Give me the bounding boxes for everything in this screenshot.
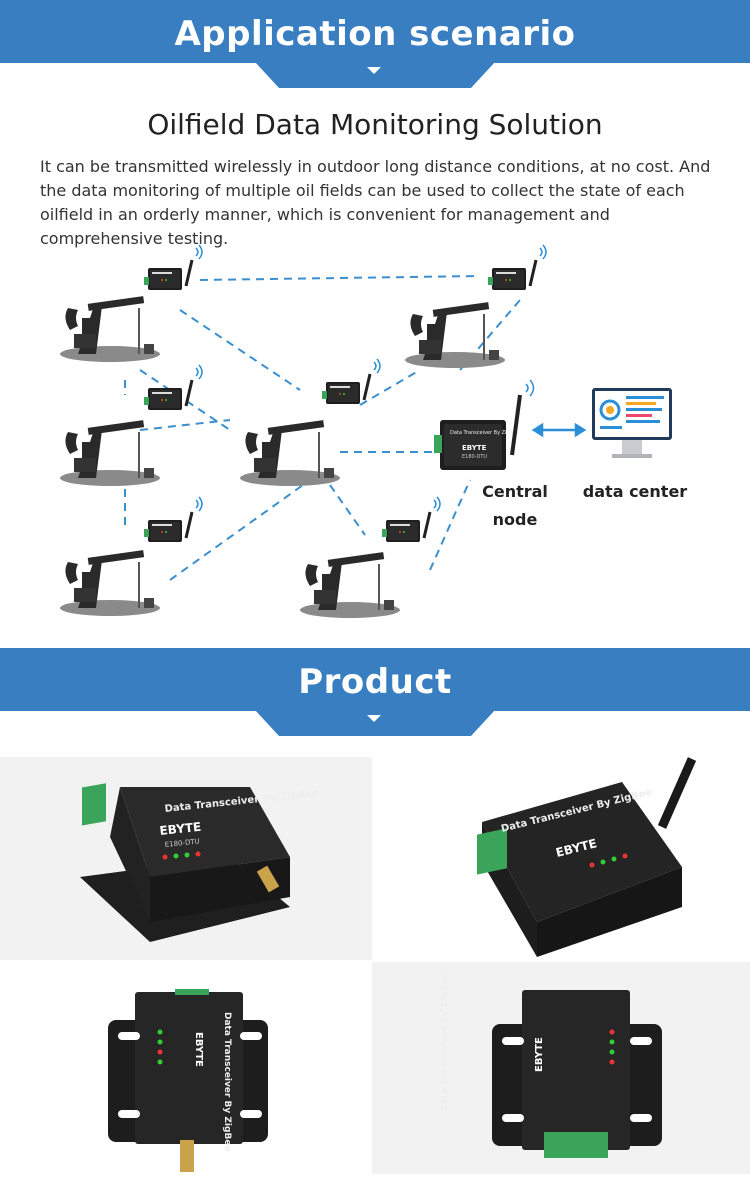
monitor-icon <box>592 388 672 458</box>
product-banner: Product <box>0 648 750 736</box>
svg-text:Data Transceiver By ZigBee: Data Transceiver By ZigBee <box>440 972 450 1112</box>
application-scenario-banner: Application scenario <box>0 0 750 88</box>
caret-down-icon <box>367 67 381 74</box>
svg-text:E180-DTU: E180-DTU <box>462 454 487 460</box>
caret-down-icon <box>367 715 381 722</box>
product-image-top-right: Data Transceiver By ZigBee EBYTE <box>372 962 750 1174</box>
svg-text:E180-DTU: E180-DTU <box>164 837 200 849</box>
oilfield-network-diagram: Data Transceiver By ZigBee EBYTE E180-DT… <box>60 243 672 618</box>
svg-text:Data Transceiver By ZigBee: Data Transceiver By ZigBee <box>222 1012 232 1152</box>
data-center-label: data center <box>582 482 688 501</box>
product-image-front: Data Transceiver By ZigBee EBYTE E180-DT… <box>0 757 372 960</box>
svg-text:EBYTE: EBYTE <box>462 444 487 452</box>
svg-text:Data Transceiver By ZigBee: Data Transceiver By ZigBee <box>450 430 519 436</box>
banner-title: Product <box>298 662 452 702</box>
product-image-top-left: Data Transceiver By ZigBee EBYTE <box>0 962 372 1174</box>
solution-title: Oilfield Data Monitoring Solution <box>147 108 603 141</box>
svg-text:EBYTE: EBYTE <box>534 1037 545 1072</box>
central-node-device: Data Transceiver By ZigBee EBYTE E180-DT… <box>434 379 535 470</box>
solution-description: It can be transmitted wirelessly in outd… <box>40 157 711 248</box>
banner-tab <box>255 710 495 736</box>
banner-tab <box>255 62 495 88</box>
svg-text:EBYTE: EBYTE <box>193 1032 204 1067</box>
central-node-label: Central node <box>482 482 548 529</box>
svg-text:EBYTE: EBYTE <box>159 820 202 838</box>
banner-title: Application scenario <box>174 14 576 54</box>
product-image-with-antenna: Data Transceiver By ZigBee EBYTE <box>372 757 750 960</box>
